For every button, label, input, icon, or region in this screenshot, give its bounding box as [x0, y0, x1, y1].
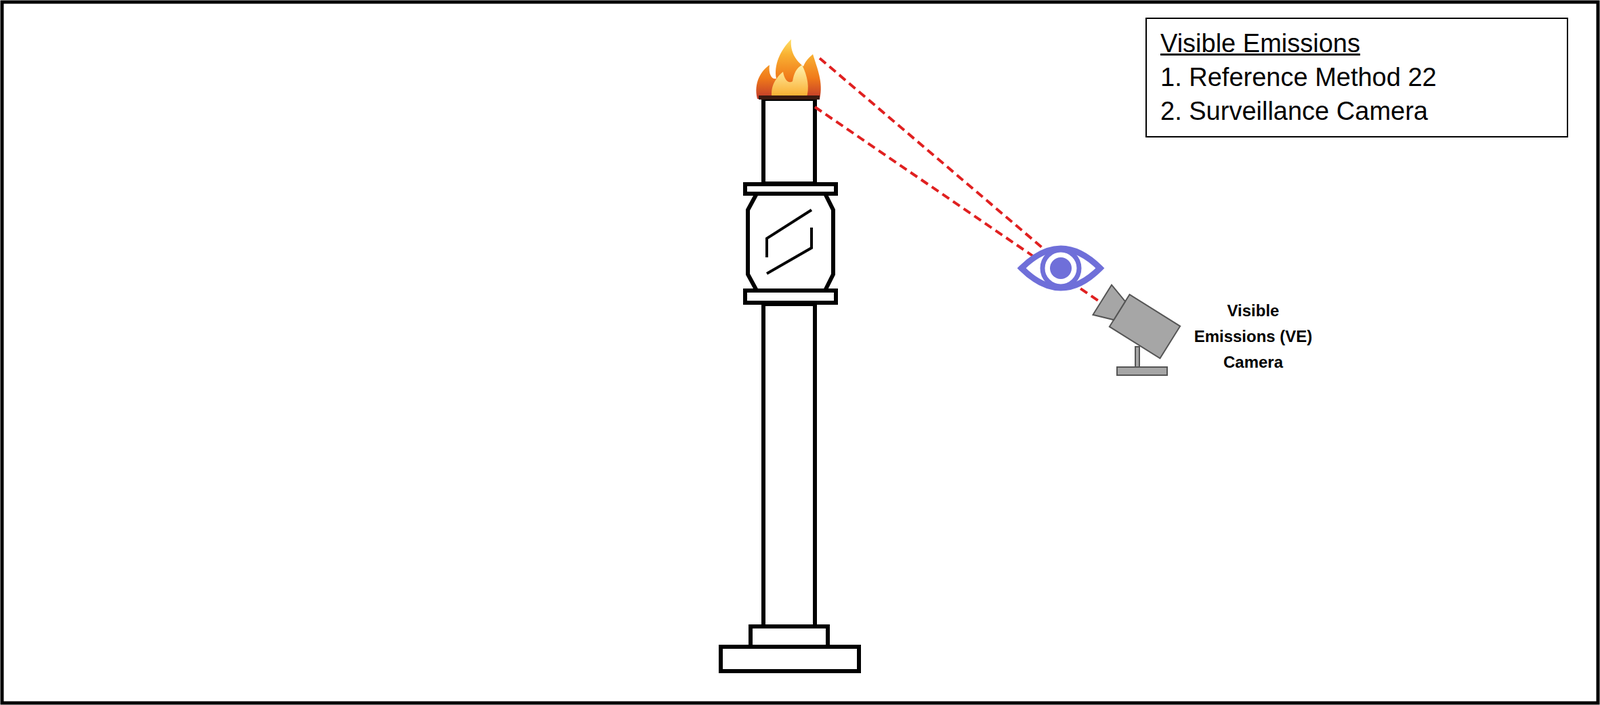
flame [755, 39, 821, 100]
flange [745, 290, 836, 303]
flare-stack [720, 98, 859, 672]
base-step [750, 626, 828, 647]
valve-body [747, 193, 834, 291]
camera-label: Visible Emissions (VE) Camera [1185, 298, 1321, 376]
legend-item: 1. Reference Method 22 [1160, 60, 1556, 95]
base-plate [720, 646, 859, 672]
lower-tube [763, 304, 815, 627]
legend-item: 2. Surveillance Camera [1160, 94, 1556, 129]
legend-heading: Visible Emissions [1160, 26, 1556, 61]
valve-symbol [766, 209, 812, 274]
legend-box: Visible Emissions1. Reference Method 222… [1145, 17, 1569, 138]
camera-icon [1091, 283, 1181, 376]
sight-line [814, 58, 1109, 308]
upper-tube [763, 98, 815, 184]
eye-icon [1021, 248, 1101, 288]
